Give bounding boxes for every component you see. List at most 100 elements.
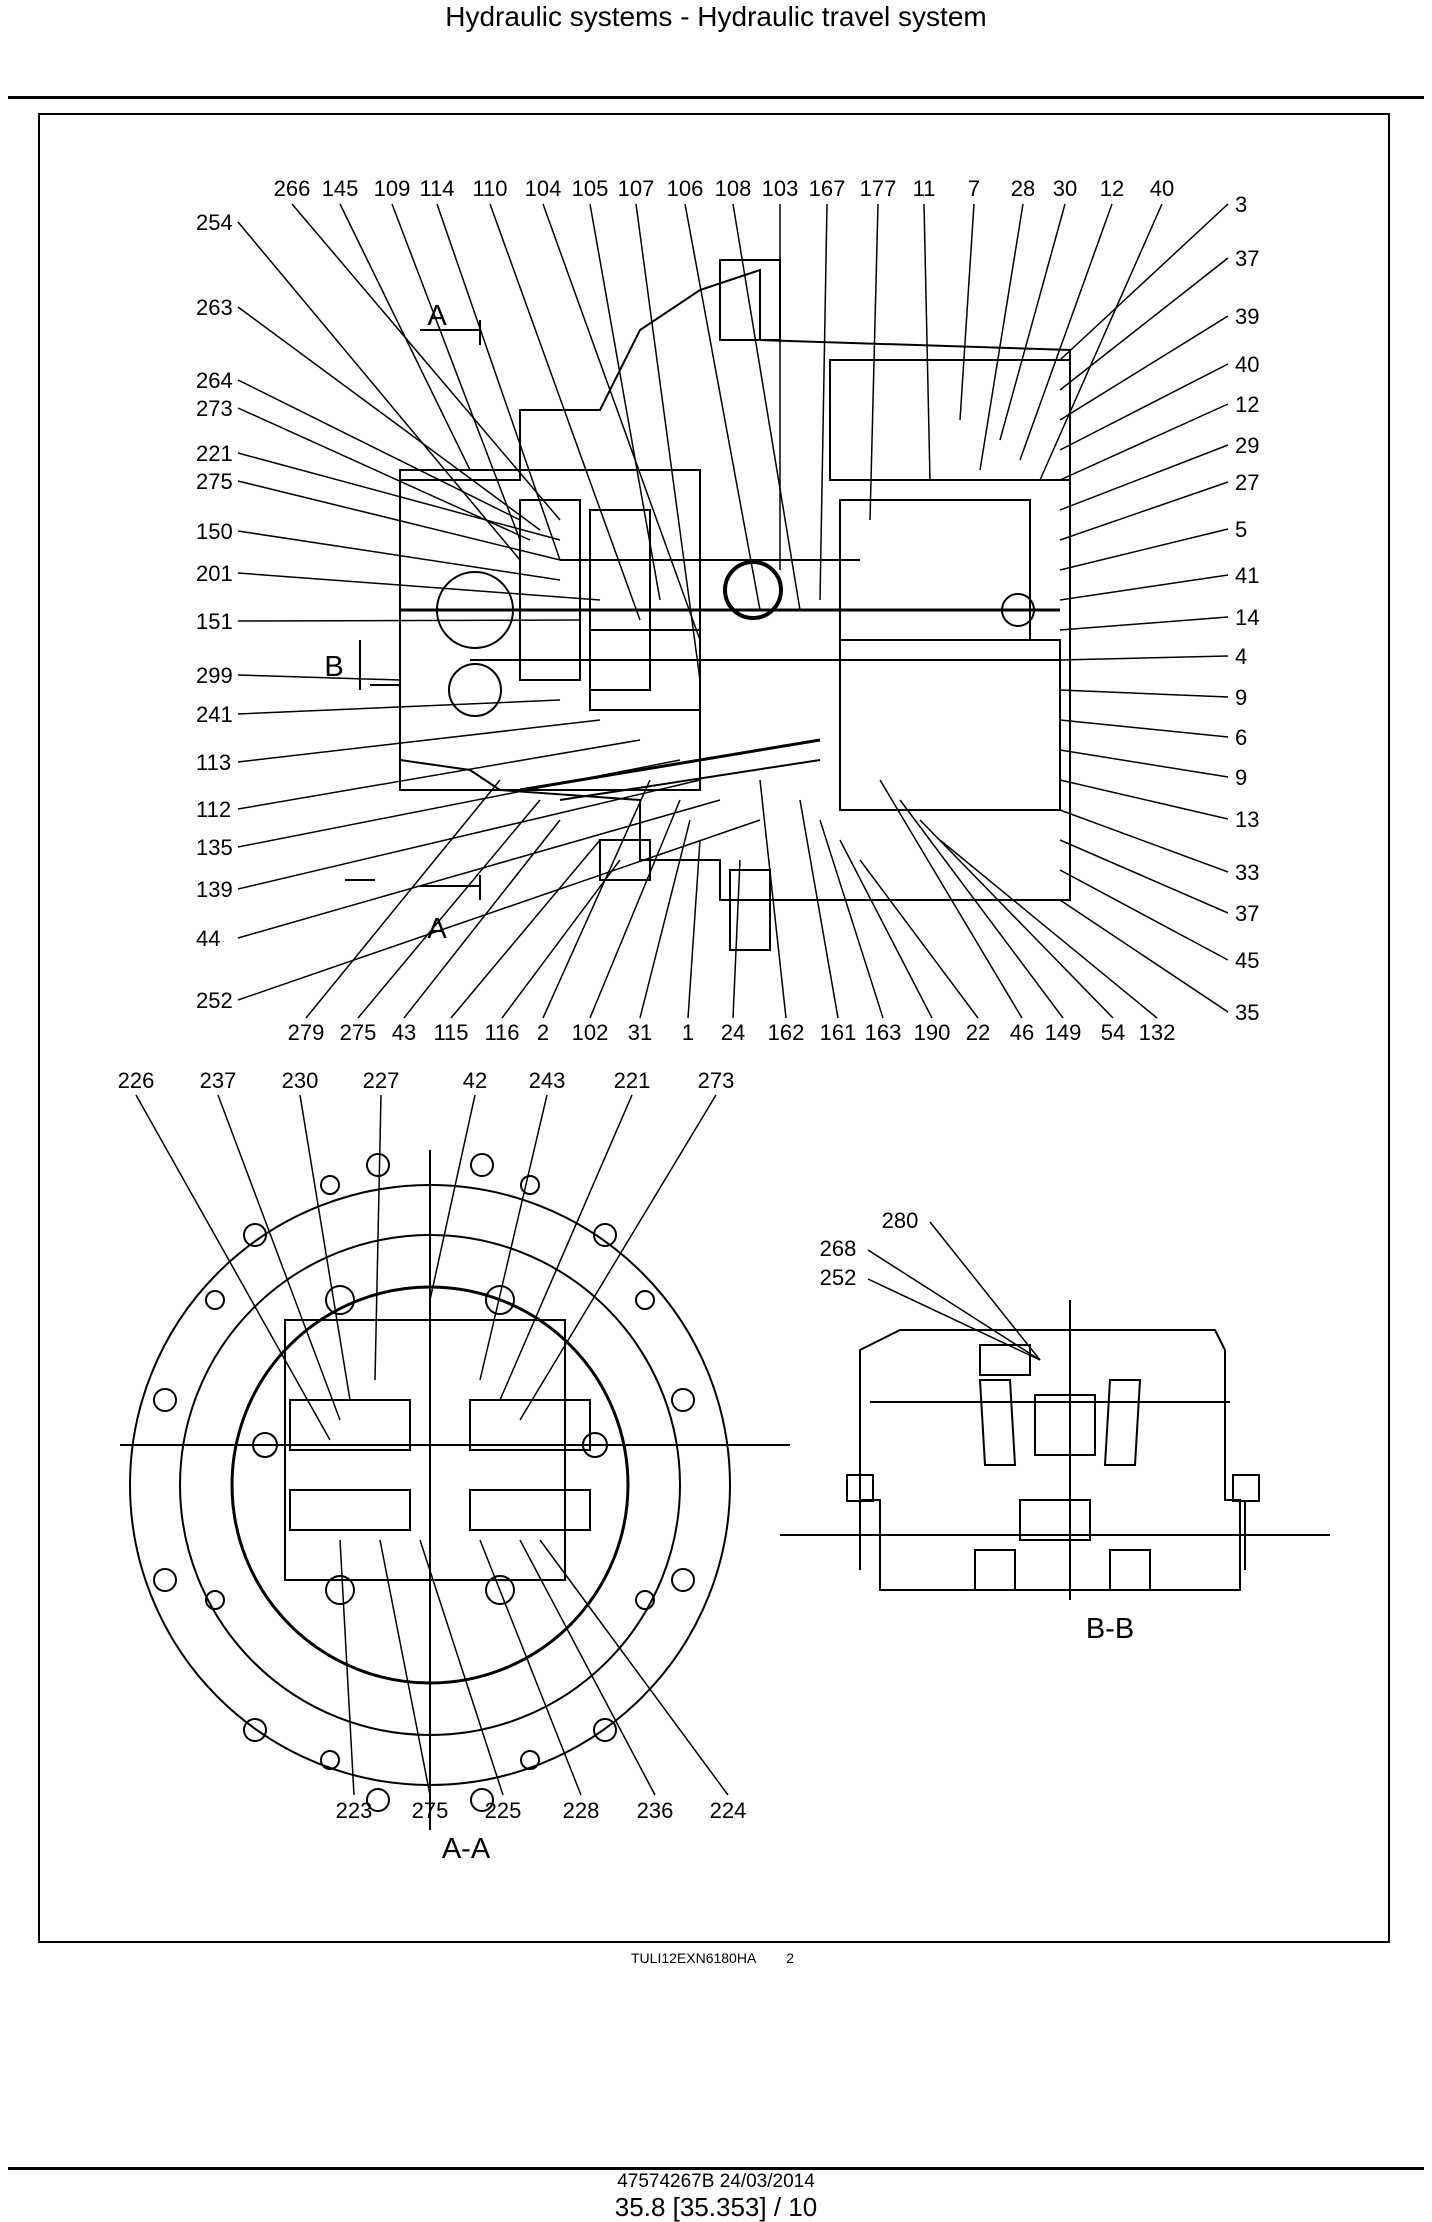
- callout-label-top: 145: [322, 176, 359, 201]
- leader-line: [237, 674, 401, 681]
- leader-line: [867, 1249, 1041, 1361]
- callout-label-bb: 252: [820, 1265, 857, 1290]
- leader-line: [859, 859, 979, 1019]
- leader-line: [501, 859, 621, 1019]
- callout-label-right: 41: [1235, 563, 1259, 588]
- leader-line: [899, 799, 1064, 1019]
- callout-label-bottom: 102: [572, 1020, 609, 1045]
- leader-line: [1059, 779, 1229, 820]
- leader-line: [1059, 528, 1229, 571]
- callout-label-right: 9: [1235, 685, 1247, 710]
- leader-line: [839, 839, 933, 1019]
- leader-line: [237, 619, 581, 622]
- leader-line: [979, 203, 1024, 471]
- callout-label-bottom: 54: [1101, 1020, 1125, 1045]
- leader-line: [923, 203, 931, 481]
- callout-label-bottom: 149: [1045, 1020, 1082, 1045]
- callout-label-left: 241: [196, 702, 233, 727]
- callout-label-right: 3: [1235, 192, 1247, 217]
- leader-line: [237, 452, 561, 541]
- callout-label-top: 30: [1053, 176, 1077, 201]
- leader-line: [1059, 655, 1229, 661]
- callout-label-left: 254: [196, 210, 233, 235]
- leader-line: [879, 779, 1023, 1019]
- callout-label-aa-bottom: 275: [412, 1798, 449, 1823]
- callout-label-aa-top: 221: [614, 1068, 651, 1093]
- callout-label-right: 4: [1235, 644, 1247, 669]
- callout-label-aa-bottom: 236: [637, 1798, 674, 1823]
- callout-label-right: 29: [1235, 433, 1259, 458]
- callout-label-top: 12: [1100, 176, 1124, 201]
- leader-line: [339, 203, 471, 471]
- leader-line: [374, 1094, 382, 1381]
- leader-line: [1059, 444, 1229, 511]
- section-marker-a: A: [427, 913, 447, 945]
- callout-label-bottom: 132: [1139, 1020, 1176, 1045]
- callout-label-right: 40: [1235, 352, 1259, 377]
- callout-label-top: 110: [472, 176, 507, 201]
- callout-label-aa-top: 273: [698, 1068, 735, 1093]
- footer-document-id: 47574267B 24/03/2014: [617, 2171, 815, 2192]
- leader-line: [519, 1539, 656, 1796]
- leader-line: [299, 1094, 351, 1401]
- callout-label-top: 177: [860, 176, 897, 201]
- callout-label-aa-top: 243: [529, 1068, 566, 1093]
- leader-line: [1019, 203, 1113, 461]
- leader-line: [237, 572, 601, 601]
- leader-line: [1059, 809, 1229, 873]
- leader-line: [1059, 315, 1229, 421]
- callout-label-left: 273: [196, 396, 233, 421]
- leader-line: [1059, 403, 1229, 481]
- callout-label-bottom: 24: [721, 1020, 745, 1045]
- leader-line: [799, 799, 839, 1019]
- leader-line: [539, 1539, 729, 1796]
- leader-line: [237, 530, 561, 581]
- leader-line: [1059, 257, 1229, 391]
- leader-line: [237, 819, 761, 1001]
- figure-number: 2: [786, 1950, 795, 1966]
- callout-label-top: 28: [1011, 176, 1035, 201]
- callout-label-bottom: 2: [537, 1020, 549, 1045]
- leader-line: [939, 839, 1158, 1019]
- callout-label-top: 7: [968, 176, 980, 201]
- footer-divider: [8, 2167, 1424, 2170]
- callout-label-bottom: 22: [966, 1020, 990, 1045]
- leader-line: [1059, 203, 1229, 361]
- callout-label-aa-bottom: 223: [336, 1798, 373, 1823]
- leader-line: [819, 203, 828, 601]
- callout-label-bottom: 43: [392, 1020, 416, 1045]
- callout-label-top: 11: [913, 176, 936, 201]
- leader-line: [429, 1094, 476, 1301]
- leader-line: [1039, 203, 1163, 481]
- page-header-title: Hydraulic systems - Hydraulic travel sys…: [445, 1, 987, 32]
- leader-line: [819, 819, 884, 1019]
- leader-line: [1059, 839, 1229, 914]
- callout-label-top: 103: [762, 176, 799, 201]
- section-marker-a: A: [427, 300, 447, 332]
- callout-label-left: 135: [196, 835, 233, 860]
- leader-line: [1059, 719, 1229, 738]
- callout-label-right: 27: [1235, 470, 1259, 495]
- leader-line: [1059, 689, 1229, 698]
- callout-label-bb: 280: [882, 1208, 919, 1233]
- leader-line: [589, 203, 661, 601]
- callout-label-right: 45: [1235, 948, 1259, 973]
- callout-label-aa-top: 42: [463, 1068, 487, 1093]
- leader-line: [999, 203, 1066, 441]
- leader-line: [237, 379, 521, 521]
- callout-label-aa-top: 237: [200, 1068, 237, 1093]
- callout-label-left: 201: [196, 561, 233, 586]
- leader-line: [919, 819, 1114, 1019]
- callout-label-bottom: 116: [484, 1020, 519, 1045]
- callout-label-left: 263: [196, 295, 233, 320]
- leader-line: [1059, 899, 1229, 1013]
- callout-label-aa-bottom: 225: [485, 1798, 522, 1823]
- callout-label-left: 264: [196, 368, 233, 393]
- leader-line: [542, 203, 701, 641]
- leader-line: [684, 203, 761, 611]
- callout-label-left: 113: [196, 750, 231, 775]
- header-divider: [8, 96, 1424, 99]
- callout-label-left: 139: [196, 877, 233, 902]
- leader-line: [357, 799, 541, 1019]
